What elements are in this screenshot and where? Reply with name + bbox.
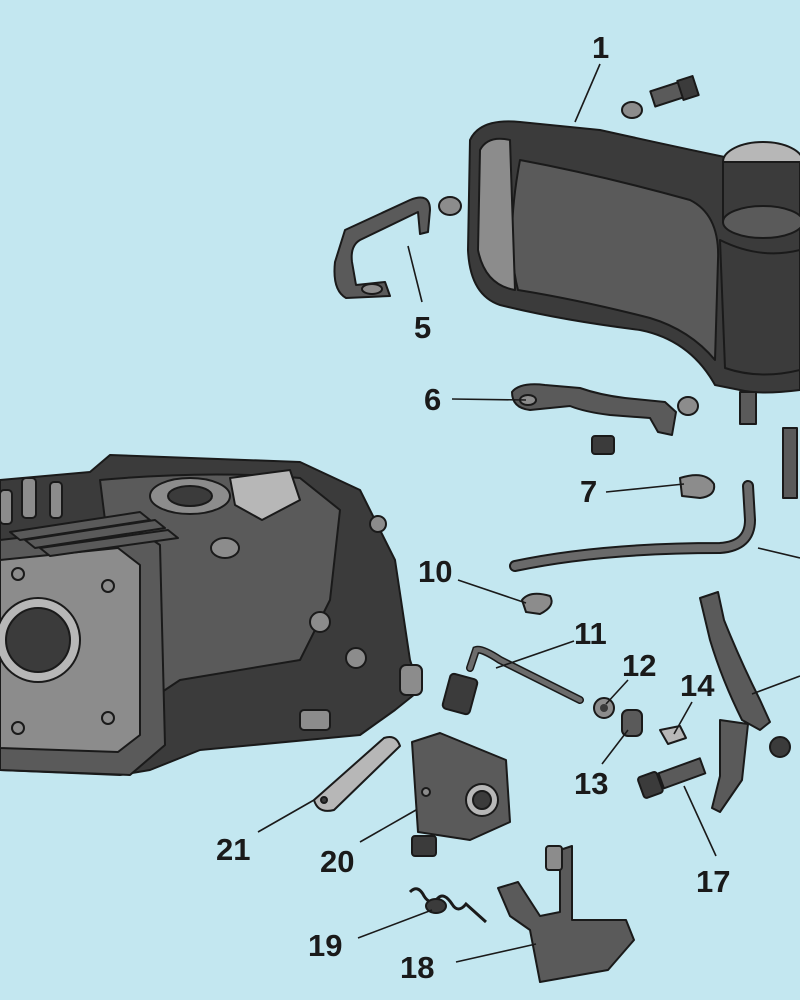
hose-clip-10 <box>521 592 553 615</box>
callout-1: 1 <box>592 30 609 65</box>
lower-bracket <box>511 383 677 436</box>
governor-rod <box>441 645 584 716</box>
engine-block <box>0 454 423 776</box>
leader-10 <box>457 579 527 604</box>
leader-20 <box>359 809 417 843</box>
leader-8 <box>757 547 800 559</box>
lower-bracket-washer <box>677 396 699 416</box>
leader-21 <box>257 799 315 833</box>
callout-11: 11 <box>574 616 607 651</box>
bracket-washer <box>438 196 462 216</box>
callout-17: 17 <box>696 864 730 899</box>
fuel-hose <box>509 480 757 572</box>
fuel-tank <box>467 120 800 425</box>
leader-16 <box>751 675 800 695</box>
leader-18 <box>455 943 537 963</box>
callout-20: 20 <box>320 844 354 879</box>
choke-bracket-18 <box>497 845 635 983</box>
leader-19 <box>357 909 433 939</box>
callout-13: 13 <box>574 766 608 801</box>
callout-12: 12 <box>622 648 656 683</box>
clip-14 <box>659 725 687 745</box>
leader-5 <box>407 245 423 303</box>
leader-lines <box>257 63 800 963</box>
callout-labels: 1 5 6 7 10 11 12 13 14 17 18 19 20 21 <box>216 30 730 985</box>
leader-11 <box>495 640 575 669</box>
callout-18: 18 <box>400 950 434 985</box>
lower-bracket-nut <box>591 435 615 455</box>
throttle-lever <box>699 591 791 813</box>
bolt-17 <box>637 757 707 799</box>
leader-13 <box>601 729 629 765</box>
spring-19 <box>408 887 488 924</box>
callout-6: 6 <box>424 382 441 417</box>
callout-10: 10 <box>418 554 452 589</box>
leader-12 <box>605 679 629 705</box>
leader-14 <box>673 701 693 735</box>
tank-washer <box>621 101 643 119</box>
leader-17 <box>683 785 717 857</box>
washer-12-hole <box>600 704 608 712</box>
bushing-13 <box>621 709 643 737</box>
leader-1 <box>574 63 601 123</box>
leader-7 <box>605 483 685 493</box>
fuel-line-clip <box>679 474 716 499</box>
callout-5: 5 <box>414 310 431 345</box>
tank-bolt <box>649 75 700 108</box>
leader-6 <box>451 398 527 401</box>
governor-plate <box>411 732 511 857</box>
callout-7: 7 <box>580 474 597 509</box>
pin-21 <box>313 736 401 812</box>
callout-14: 14 <box>680 668 715 703</box>
callout-21: 21 <box>216 832 250 867</box>
tank-bracket <box>333 196 431 299</box>
callout-19: 19 <box>308 928 342 963</box>
side-bolt <box>782 427 798 499</box>
